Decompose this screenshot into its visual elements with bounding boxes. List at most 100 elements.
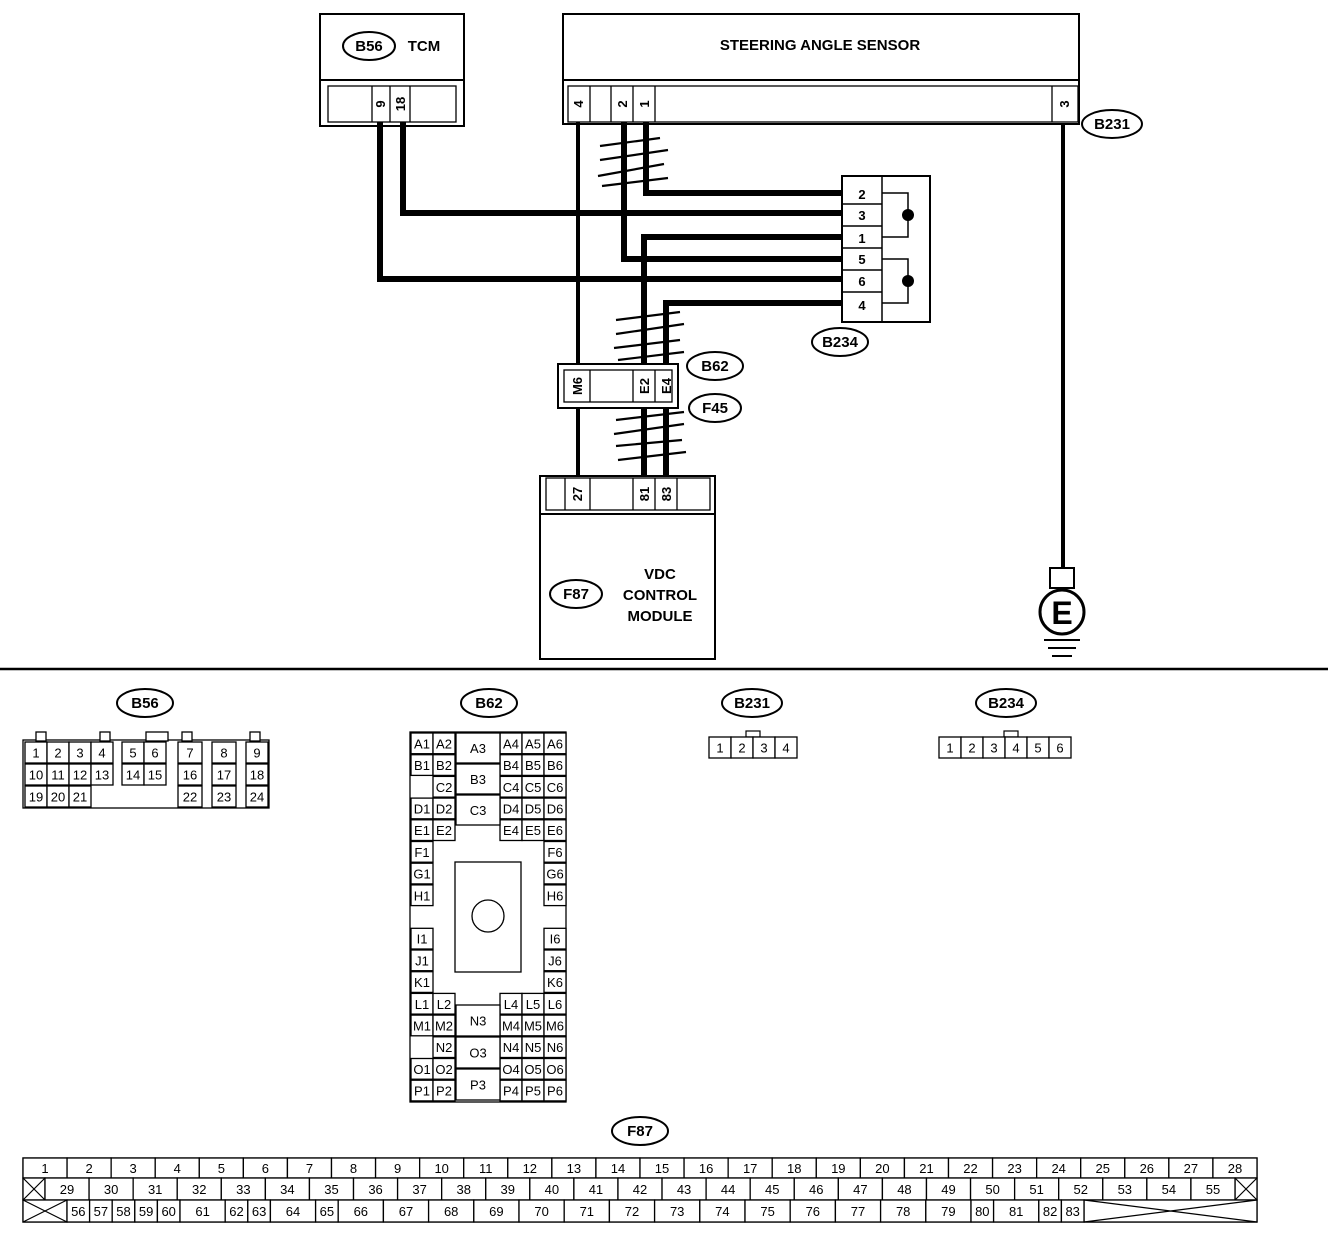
- b56-view-pin-20: 20: [51, 790, 65, 805]
- b234-view-pin-1: 1: [946, 741, 953, 756]
- f87-view-pin-60: 60: [161, 1204, 175, 1219]
- b56-view-pin-17: 17: [217, 768, 231, 783]
- b56-view-pin-6-cell: [143, 741, 167, 764]
- b62-view-pin-I1-cell: [410, 927, 434, 950]
- f87-view-pin-51: 51: [1029, 1182, 1043, 1197]
- b62-view-pin-J6: J6: [548, 953, 562, 968]
- f87-view-pin-63: 63: [252, 1204, 266, 1219]
- b56-view-pin-3: 3: [76, 746, 83, 761]
- b56-view-pin-17-cell: [211, 763, 237, 786]
- b62-pin-e2: E2: [637, 378, 652, 394]
- vdc-control-module: 27 81 83 F87 VDC CONTROL MODULE: [539, 475, 716, 660]
- f87-view-pin-78: 78: [896, 1204, 910, 1219]
- connector-view-b234: B234: [975, 688, 1037, 738]
- joint-pin-6: 6: [858, 274, 865, 289]
- b62-view-pin-C3: C3: [470, 803, 487, 818]
- f87-view-pin-66: 66: [354, 1204, 368, 1219]
- f87-view-pin-46: 46: [809, 1182, 823, 1197]
- b62-view-pin-C2: C2: [436, 780, 453, 795]
- f87-view-pin-4: 4: [174, 1161, 181, 1176]
- b62-view-pin-J1-cell: [410, 949, 434, 972]
- f87-view-pin-74: 74: [715, 1204, 729, 1219]
- tcm-unit: B56 TCM 9 18: [319, 13, 465, 127]
- b62-view-pin-D2: D2: [436, 801, 453, 816]
- b62-view-pin-O5: O5: [524, 1062, 541, 1077]
- b62-view-pin-N4: N4: [503, 1040, 520, 1055]
- b56-view-lock-tab: [145, 731, 169, 742]
- b62-view-pin-G6: G6: [546, 867, 563, 882]
- f87-view-pin-20: 20: [875, 1161, 889, 1176]
- b62-view-pin-K1: K1: [414, 975, 430, 990]
- b62-view-pin-B6-cell: [543, 754, 567, 777]
- b56-view-pin-16: 16: [183, 768, 197, 783]
- b62-view-pin-M6-cell: [543, 1014, 567, 1037]
- b62-view-pin-P2: P2: [436, 1084, 452, 1099]
- b56-view-pin-15-cell: [143, 763, 167, 786]
- f87-view-blank-row3-right-mark: [1083, 1199, 1258, 1223]
- b231-view-title: B231: [734, 695, 770, 712]
- b56-view-lock-tab: [181, 731, 193, 742]
- tcm-pin-9: 9: [373, 100, 388, 107]
- b62-view-pin-L2: L2: [437, 997, 451, 1012]
- b231-badge-label: B231: [1094, 116, 1130, 133]
- b231-view-pin-4-cell: [774, 736, 798, 759]
- b56-view-pin-6: 6: [151, 746, 158, 761]
- f87-view-pin-28: 28: [1228, 1161, 1242, 1176]
- f87-view-pin-75: 75: [760, 1204, 774, 1219]
- f87-view-pin-33: 33: [236, 1182, 250, 1197]
- f87-view-pin-9: 9: [394, 1161, 401, 1176]
- b62-view-pin-N6: N6: [547, 1040, 564, 1055]
- f87-view-pin-83: 83: [1065, 1204, 1079, 1219]
- b56-view-pin-7: 7: [186, 746, 193, 761]
- b56-view-lock-tab: [99, 731, 111, 742]
- f87-view-pin-12: 12: [523, 1161, 537, 1176]
- b56-view-pin-22-cell: [177, 785, 203, 808]
- b62-view-pin-C6-cell: [543, 775, 567, 798]
- f87-view-pin-13: 13: [567, 1161, 581, 1176]
- b62-view-pin-A4: A4: [503, 736, 519, 751]
- b56-view-pin-12: 12: [73, 768, 87, 783]
- b62-view-pin-A1: A1: [414, 736, 430, 751]
- b56-view-pin-13-cell: [90, 763, 114, 786]
- f87-view-pin-14: 14: [611, 1161, 625, 1176]
- b62-view-pin-N3-cell: [455, 1004, 501, 1037]
- b62-view-pin-F1-cell: [410, 840, 434, 863]
- b62-view-pin-L6: L6: [548, 997, 562, 1012]
- b231-view-pin-1: 1: [716, 741, 723, 756]
- joint-pin-4: 4: [858, 298, 866, 313]
- f87-view-pin-82: 82: [1043, 1204, 1057, 1219]
- b62-view-pin-G1: G1: [413, 867, 430, 882]
- f87-badge-label: F87: [563, 586, 589, 603]
- f87-view-pin-17: 17: [743, 1161, 757, 1176]
- b62-view-pin-B6: B6: [547, 758, 563, 773]
- f87-view-pin-49: 49: [941, 1182, 955, 1197]
- b62-view-pin-N3: N3: [470, 1014, 487, 1029]
- vdc-pin-83: 83: [659, 487, 674, 501]
- b231-view-pin-2: 2: [738, 741, 745, 756]
- f87-view-pin-22: 22: [963, 1161, 977, 1176]
- f87-view-pin-21: 21: [919, 1161, 933, 1176]
- f87-view-pin-34: 34: [280, 1182, 294, 1197]
- f45-badge: [688, 393, 742, 423]
- f87-view-blank-left-mark: [22, 1177, 46, 1201]
- b62-view-pin-F6: F6: [547, 845, 562, 860]
- f87-view-pin-53: 53: [1118, 1182, 1132, 1197]
- b62-view-pin-D6-cell: [543, 797, 567, 820]
- b62-view-pin-D2-cell: [432, 797, 456, 820]
- f87-view-pin-36: 36: [368, 1182, 382, 1197]
- b62-view-pin-M1: M1: [413, 1018, 431, 1033]
- f87-view-pin-57: 57: [94, 1204, 108, 1219]
- b62-view-pin-C4: C4: [503, 780, 520, 795]
- sas-pin-1: 1: [637, 100, 652, 107]
- vdc-name-line-1: VDC: [644, 566, 676, 583]
- b62-view-pin-O1: O1: [413, 1062, 430, 1077]
- b62-pin-m6: M6: [570, 377, 585, 395]
- b231-view-pin-4: 4: [782, 741, 789, 756]
- f87-view-pin-56: 56: [71, 1204, 85, 1219]
- f87-view-pin-25: 25: [1096, 1161, 1110, 1176]
- b56-view-pin-7-cell: [177, 741, 203, 764]
- b56-view-pin-18-cell: [245, 763, 269, 786]
- f87-view-title: F87: [627, 1123, 653, 1140]
- f87-view-pin-24: 24: [1051, 1161, 1065, 1176]
- f87-view-pin-48: 48: [897, 1182, 911, 1197]
